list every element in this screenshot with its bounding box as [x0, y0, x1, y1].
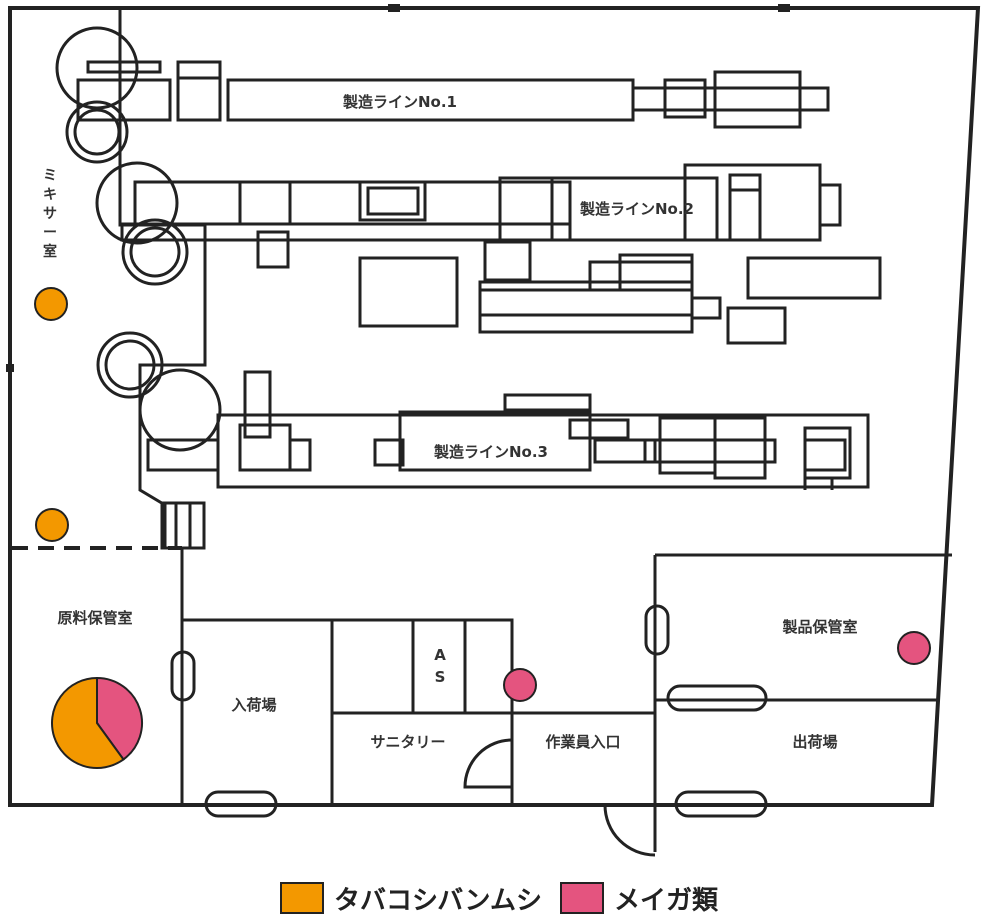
line-label-1: 製造ラインNo.1	[342, 93, 457, 111]
as-room	[330, 618, 514, 715]
capsule-door-shipping-1	[666, 684, 768, 712]
room-label-shipping: 出荷場	[792, 733, 837, 751]
room-label-sanitary: サニタリー	[370, 733, 445, 751]
legend: タバコシバンムシ メイガ類	[280, 878, 736, 918]
room-label-raw-storage: 原料保管室	[57, 609, 132, 627]
line-label-2: 製造ラインNo.2	[579, 200, 694, 218]
pie-slice-tabako	[51, 676, 125, 769]
legend-swatch-meiga	[560, 882, 605, 914]
capsule-door-shipping-2	[674, 790, 768, 818]
room-label-worker-entrance: 作業員入口	[545, 733, 620, 751]
line3-body	[398, 410, 592, 472]
legend-item-tabako: タバコシバンムシ	[280, 880, 542, 917]
capsule-door-raw	[170, 650, 196, 702]
pie-chart-raw-storage	[51, 676, 143, 769]
meiga-marker-product	[897, 631, 931, 665]
legend-item-meiga: メイガ類	[560, 880, 718, 917]
legend-swatch-tabako	[280, 882, 324, 914]
room-label-receiving: 入荷場	[231, 696, 276, 714]
legend-label-tabako: タバコシバンムシ	[334, 885, 543, 916]
tabako-marker-west	[35, 508, 69, 542]
legend-label-meiga: メイガ類	[614, 885, 719, 916]
tabako-marker-mixer	[34, 287, 68, 321]
mixer-room-wall	[118, 10, 207, 548]
room-label-product-storage: 製品保管室	[781, 618, 857, 636]
line-label-3: 製造ラインNo.3	[433, 443, 548, 461]
pie-slice-meiga	[96, 676, 143, 761]
capsule-door-product	[644, 604, 670, 656]
room-label-mixer: ミキサー室	[43, 168, 57, 260]
door-sanitary	[463, 738, 513, 789]
meiga-marker-entrance	[503, 668, 537, 702]
door-entrance	[603, 804, 657, 857]
capsule-door-receiving	[204, 790, 278, 818]
outer-wall	[8, 6, 981, 807]
